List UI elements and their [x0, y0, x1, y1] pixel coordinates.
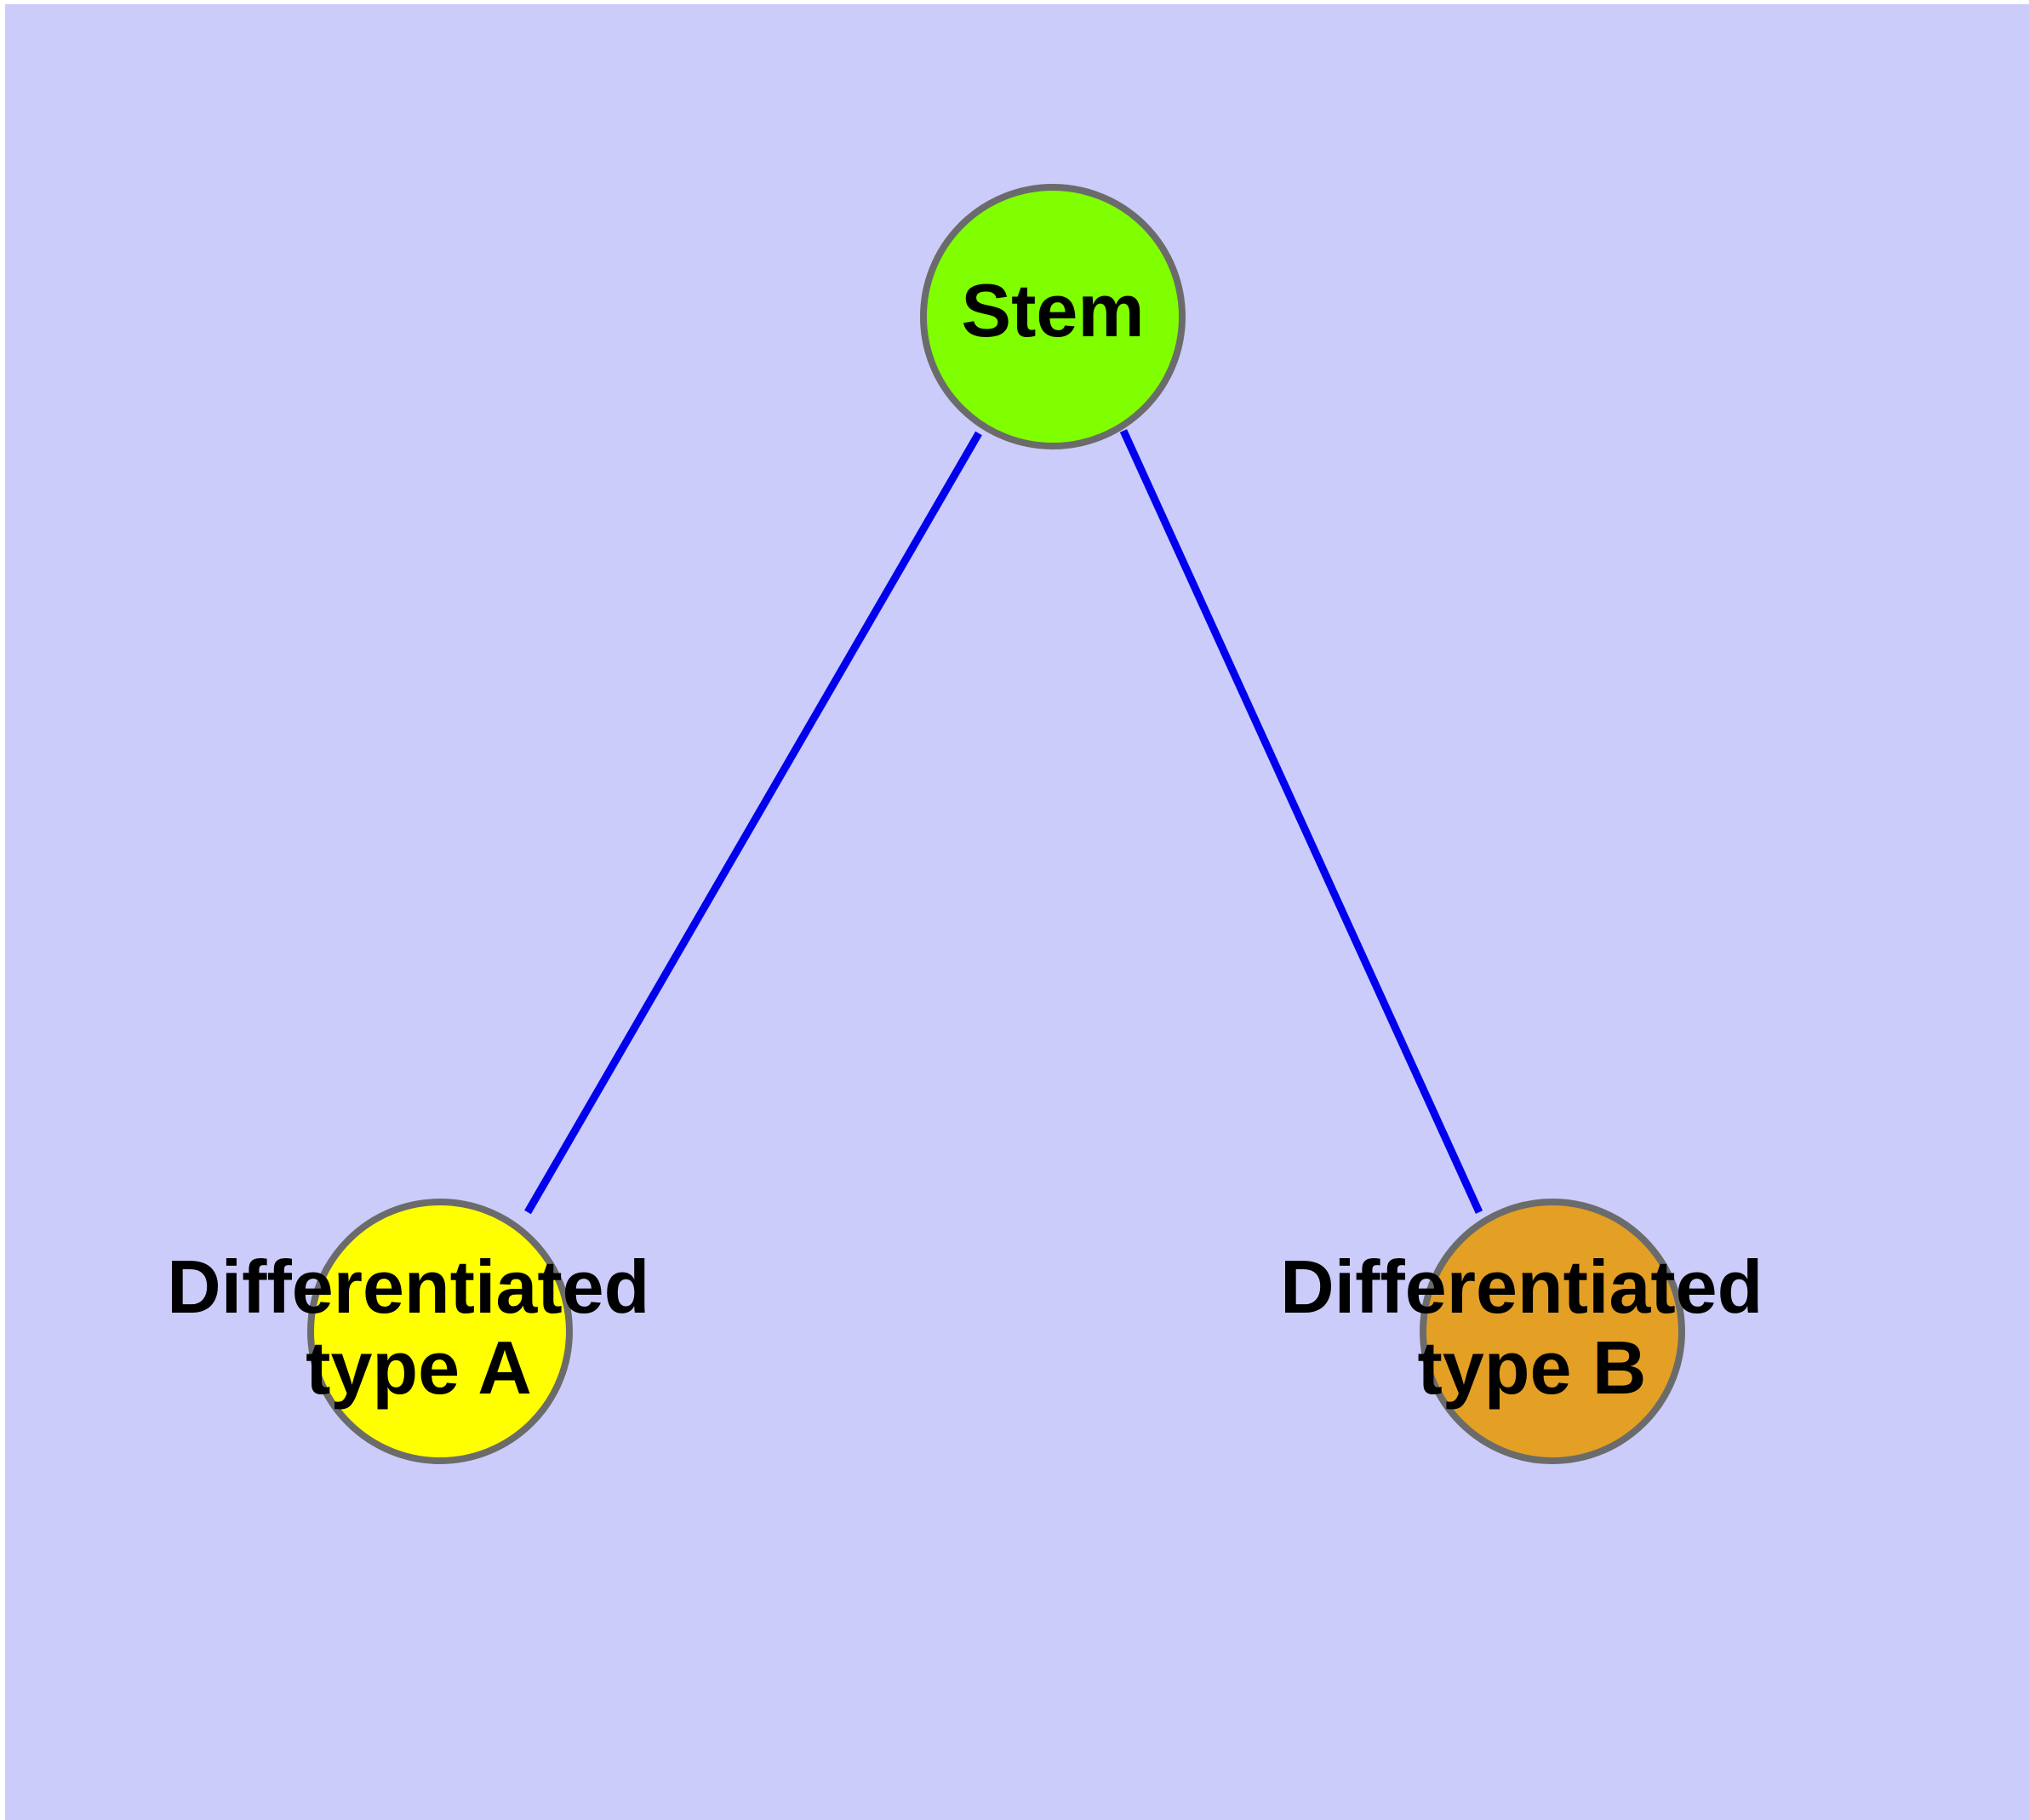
node-diff-b-label-line-1: Differentiated [1280, 1245, 1763, 1329]
node-diff-b-label-line-2: type B [1418, 1325, 1647, 1410]
node-stem-circle[interactable] [920, 184, 1186, 449]
node-stem[interactable]: Stem [920, 184, 1186, 449]
node-diff-b-circle[interactable] [1420, 1199, 1685, 1464]
node-diff-a-label: Differentiated type A [167, 1245, 671, 1410]
node-diff-a-label-line-1: Differentiated [167, 1245, 649, 1329]
node-diff-a-label-line-2: type A [306, 1325, 532, 1410]
node-stem-label: Stem [961, 268, 1144, 352]
edge-stem-to-diff-b[interactable] [1119, 429, 1483, 1214]
node-diff-a-circle[interactable] [307, 1199, 573, 1464]
node-diff-b-label: Differentiated type B [1280, 1245, 1784, 1410]
node-stem-label-line-1: Stem [961, 268, 1144, 352]
node-diff-a[interactable]: Differentiated type A [167, 1199, 671, 1464]
edge-stem-to-diff-a[interactable] [524, 431, 982, 1215]
node-layer: Stem Differentiated type A Differentiate… [167, 184, 1784, 1464]
edge-layer [524, 429, 1483, 1215]
node-diff-b[interactable]: Differentiated type B [1280, 1199, 1784, 1464]
